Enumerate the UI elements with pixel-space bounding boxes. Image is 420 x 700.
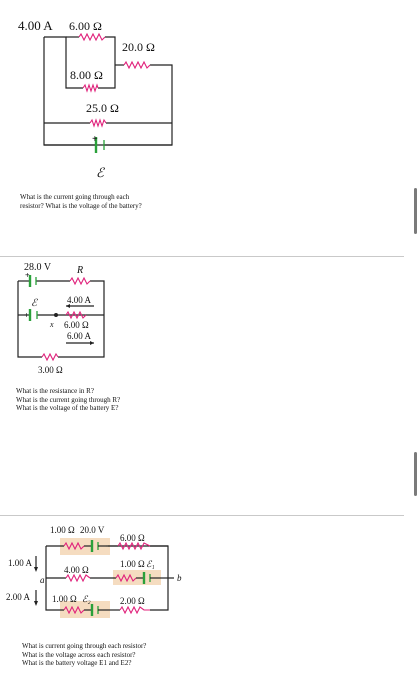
resistor-20ohm	[123, 60, 151, 70]
resistor-label-4ohm: 4.00 Ω	[64, 565, 89, 575]
circuit-diagram-3: 1.00 Ω 20.0 V 6.00 Ω 1.00 A 4.00 Ω 1.00 …	[6, 525, 182, 618]
problem-1-card: 4.00 A 6.00 Ω 20.0 Ω 8.00 Ω 25.0 Ω + ℰ W…	[0, 0, 404, 257]
resistor-6ohm	[117, 541, 151, 551]
scrollbar-thumb-1[interactable]	[414, 188, 417, 234]
question-2-line-1: What is the resistance in R?	[16, 387, 94, 395]
resistor-r	[69, 276, 91, 286]
question-1-line-2: resistor? What is the voltage of the bat…	[20, 201, 142, 210]
resistor-label-2ohm: 2.00 Ω	[120, 596, 145, 606]
question-3-line-3: What is the battery voltage E1 and E2?	[22, 659, 132, 667]
question-1: What is the current going through each r…	[20, 193, 142, 210]
question-3: What is current going through each resis…	[22, 642, 146, 668]
resistor-2ohm	[119, 605, 150, 615]
resistor-25ohm	[89, 118, 107, 128]
problem-3-card: 1.00 Ω 20.0 V 6.00 Ω 1.00 A 4.00 Ω 1.00 …	[0, 516, 404, 700]
emf-label: ℰ	[96, 165, 105, 180]
question-2-line-2: What is the current going through R?	[16, 395, 121, 404]
question-3-line-1: What is current going through each resis…	[22, 642, 147, 650]
node-label-x: x	[49, 320, 54, 329]
resistor-label-mid-1ohm: 1.00 Ω	[120, 559, 145, 569]
resistor-label-25ohm: 25.0 Ω	[86, 101, 119, 115]
node-label-a: a	[40, 575, 45, 585]
resistor-label-6ohm: 6.00 Ω	[69, 19, 102, 33]
current-label: 4.00 A	[18, 18, 53, 33]
resistor-6ohm	[78, 32, 106, 42]
scrollbar-thumb-2[interactable]	[414, 452, 417, 496]
question-3-line-2: What is the voltage across each resistor…	[22, 650, 136, 659]
resistor-label-3ohm: 3.00 Ω	[38, 365, 63, 375]
circuit-diagram-1: 4.00 A 6.00 Ω 20.0 Ω 8.00 Ω 25.0 Ω + ℰ	[18, 18, 173, 180]
resistor-label-r: R	[76, 265, 83, 276]
current-label-6a: 6.00 A	[67, 331, 92, 341]
current-label-4a: 4.00 A	[67, 295, 92, 305]
resistor-8ohm	[82, 83, 99, 93]
question-2-line-3: What is the voltage of the battery E?	[16, 404, 119, 412]
battery-plus-sign: +	[92, 134, 98, 145]
emf-label-e2: ℰ₂	[82, 594, 91, 604]
resistor-3ohm	[41, 352, 59, 362]
question-1-line-1: What is the current going through each	[20, 193, 130, 201]
resistor-label-20ohm: 20.0 Ω	[122, 40, 155, 54]
resistor-mid-1ohm	[115, 573, 137, 583]
node-label-b: b	[177, 573, 182, 583]
voltage-label-20v: 20.0 V	[80, 525, 105, 535]
emf-label-e: ℰ	[31, 298, 38, 309]
resistor-label-bot-1ohm: 1.00 Ω	[52, 594, 77, 604]
battery-e-plus-sign: +	[24, 311, 29, 320]
node-x	[54, 313, 58, 317]
resistor-bot-1ohm	[63, 605, 85, 615]
resistor-top-1ohm	[63, 541, 85, 551]
resistor-label-top-1ohm: 1.00 Ω	[50, 525, 75, 535]
emf-label-e1: ℰ₁	[146, 559, 155, 569]
resistor-label-8ohm: 8.00 Ω	[70, 68, 103, 82]
circuit-diagram-2: 28.0 V R + ℰ + x 4.00 A 6.00 Ω 6.00 A 3.…	[17, 262, 105, 375]
voltage-label-28v: 28.0 V	[24, 262, 52, 273]
question-2: What is the resistance in R? What is the…	[16, 387, 120, 413]
current-label-2a: 2.00 A	[6, 592, 31, 602]
resistor-label-6ohm: 6.00 Ω	[120, 533, 145, 543]
battery-28v-plus-sign: +	[25, 271, 30, 280]
problem-2-card: 28.0 V R + ℰ + x 4.00 A 6.00 Ω 6.00 A 3.…	[0, 257, 404, 516]
resistor-label-6ohm: 6.00 Ω	[64, 320, 89, 330]
resistor-6ohm	[65, 310, 87, 320]
resistor-4ohm	[65, 573, 91, 583]
current-label-1a: 1.00 A	[8, 558, 33, 568]
